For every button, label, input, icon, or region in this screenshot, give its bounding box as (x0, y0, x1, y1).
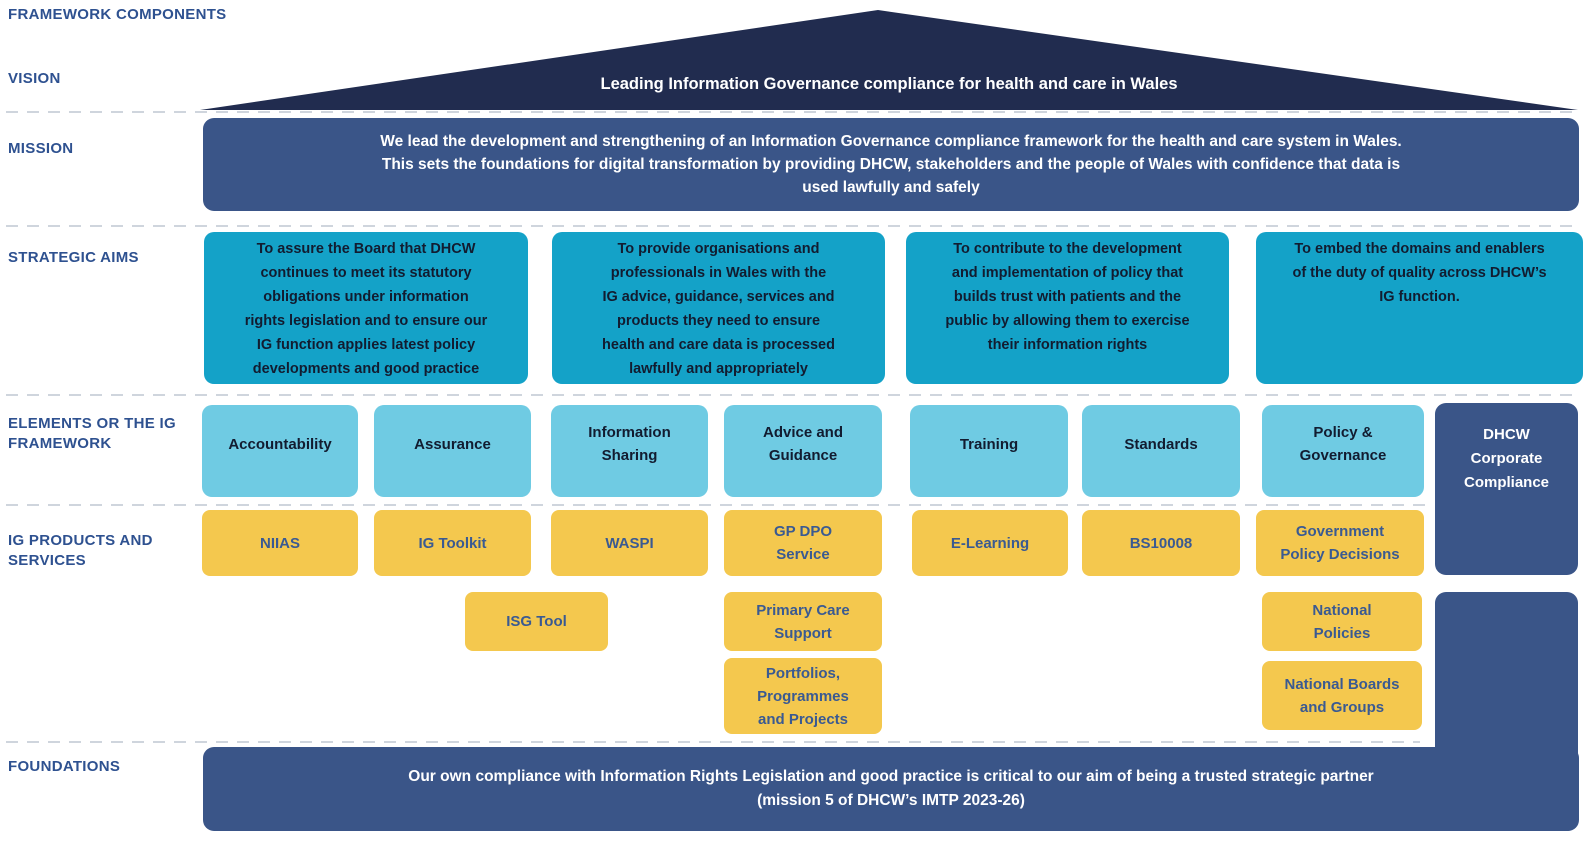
element-policy-governance: Policy & Governance (1262, 405, 1424, 497)
mission-statement: We lead the development and strengthenin… (380, 133, 1402, 196)
element-assurance: Assurance (374, 405, 531, 497)
element-information-sharing: Information Sharing (551, 405, 708, 497)
strategic-aim-advice-products: To provide organisations and professiona… (552, 232, 885, 384)
product-waspi: WASPI (551, 510, 708, 576)
row-separator (6, 225, 1580, 227)
vision-statement: Leading Information Governance complianc… (600, 75, 1178, 93)
element-advice-guidance: Advice and Guidance (724, 405, 882, 497)
mission-banner: We lead the development and strengthenin… (203, 118, 1579, 211)
product-ig-toolkit: IG Toolkit (374, 510, 531, 576)
row-separator (6, 741, 1420, 743)
product-bs10008: BS10008 (1082, 510, 1240, 576)
strategic-aim-board-assurance: To assure the Board that DHCW continues … (204, 232, 528, 384)
product-national-boards-groups: National Boards and Groups (1262, 661, 1422, 730)
row-label-elements: ELEMENTS OR THE IG FRAMEWORK (8, 415, 176, 452)
row-label-strategic-aims: STRATEGIC AIMS (8, 249, 139, 266)
foundations-banner: Our own compliance with Information Righ… (203, 747, 1579, 831)
element-standards: Standards (1082, 405, 1240, 497)
page-title: FRAMEWORK COMPONENTS (8, 6, 227, 23)
foundations-statement: Our own compliance with Information Righ… (408, 768, 1374, 809)
product-government-policy-decisions: Government Policy Decisions (1256, 510, 1424, 576)
product-portfolios-programmes-projects: Portfolios, Programmes and Projects (724, 658, 882, 734)
product-e-learning: E-Learning (912, 510, 1068, 576)
product-niias: NIIAS (202, 510, 358, 576)
row-label-foundations: FOUNDATIONS (8, 758, 121, 775)
strategic-aim-policy-trust: To contribute to the development and imp… (906, 232, 1229, 384)
dhcw-corporate-compliance-box: DHCW Corporate Compliance (1435, 403, 1578, 575)
row-separator (6, 111, 1580, 113)
row-separator (6, 504, 1426, 506)
product-primary-care-support: Primary Care Support (724, 592, 882, 651)
product-isg-tool: ISG Tool (465, 592, 608, 651)
vision-banner: Leading Information Governance complianc… (200, 10, 1578, 110)
row-label-products: IG PRODUCTS AND SERVICES (8, 532, 153, 569)
element-training: Training (910, 405, 1068, 497)
row-separator (6, 394, 1580, 396)
product-gp-dpo-service: GP DPO Service (724, 510, 882, 576)
row-label-mission: MISSION (8, 140, 74, 157)
product-national-policies: National Policies (1262, 592, 1422, 651)
row-label-vision: VISION (8, 70, 61, 87)
strategic-aim-duty-of-quality: To embed the domains and enablers of the… (1256, 232, 1583, 384)
element-accountability: Accountability (202, 405, 358, 497)
